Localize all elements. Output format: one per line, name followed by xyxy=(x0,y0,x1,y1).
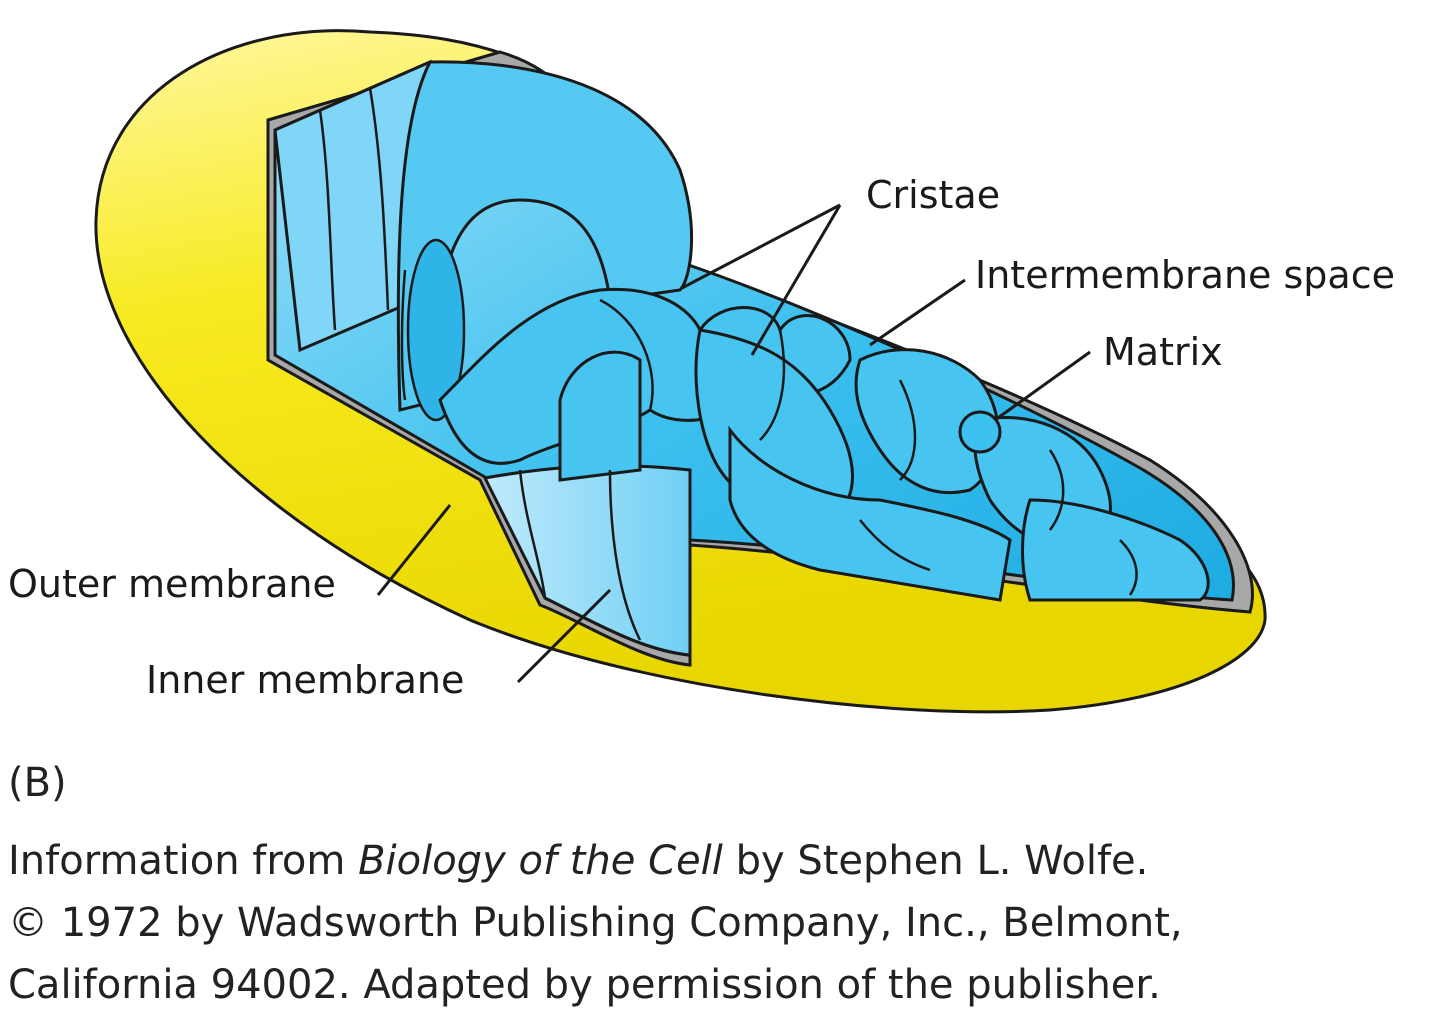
label-matrix: Matrix xyxy=(1103,330,1223,374)
label-intermembrane-space: Intermembrane space xyxy=(975,253,1395,297)
credit-line-3: California 94002. Adapted by permission … xyxy=(8,962,1161,1008)
credit-line-1: Information from Biology of the Cell by … xyxy=(8,830,1183,892)
source-credit: Information from Biology of the Cell by … xyxy=(8,830,1183,1016)
leader-lines xyxy=(376,203,1091,684)
label-outer-membrane: Outer membrane xyxy=(8,562,336,606)
curled-crista-shape xyxy=(396,60,694,422)
label-cristae: Cristae xyxy=(866,173,1000,217)
credit-line-2: © 1972 by Wadsworth Publishing Company, … xyxy=(8,900,1183,946)
label-inner-membrane: Inner membrane xyxy=(146,658,464,702)
credit-suffix: by Stephen L. Wolfe. xyxy=(722,838,1149,884)
credit-prefix: Information from xyxy=(8,838,359,884)
cristae-fold-lines xyxy=(518,298,1138,641)
matrix-marker xyxy=(958,410,1002,454)
book-title: Biology of the Cell xyxy=(358,838,723,884)
panel-label: (B) xyxy=(8,760,67,806)
mitochondrion-diagram: Cristae Intermembrane space Matrix Outer… xyxy=(8,29,1395,714)
cristae-folds xyxy=(438,287,1210,602)
